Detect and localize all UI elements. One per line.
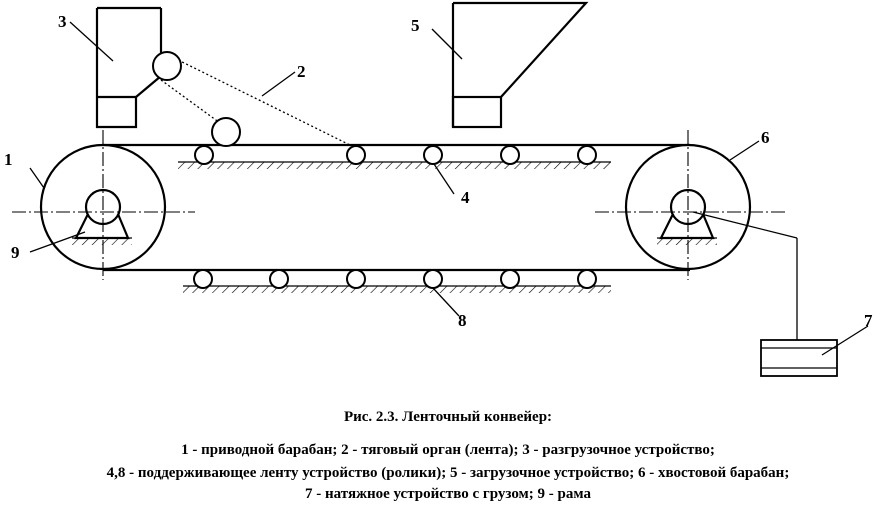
label-5: 5: [411, 16, 420, 35]
figure-title: Рис. 2.3. Ленточный конвейер:: [343, 409, 553, 425]
label-8: 8: [458, 311, 467, 330]
lower-roller: [269, 269, 289, 289]
label-9: 9: [11, 243, 20, 262]
label-1: 1: [4, 150, 13, 169]
lower-roller: [577, 269, 597, 289]
leader-lines: [29, 21, 869, 356]
label-2: 2: [297, 62, 306, 81]
drive-frame: [72, 213, 132, 245]
lower-support-base: [183, 285, 611, 293]
tension-weight: [760, 339, 838, 377]
upper-roller: [346, 145, 366, 165]
lower-rollers: [193, 269, 597, 289]
label-4: 4: [461, 188, 470, 207]
label-7: 7: [864, 311, 873, 330]
tail-drum: [595, 130, 785, 280]
tail-frame: [657, 213, 717, 245]
loading-hopper: [451, 1, 589, 129]
lower-roller: [346, 269, 366, 289]
legend-line-3: 7 - натяжное устройство с грузом; 9 - ра…: [305, 486, 591, 502]
upper-roller: [194, 145, 214, 165]
lower-roller: [500, 269, 520, 289]
upper-support-base: [178, 161, 611, 169]
lower-roller: [193, 269, 213, 289]
conveyor-diagram: 1 2 3 4 5 6 7 8 9: [4, 1, 873, 377]
unloading-pulley-upper: [152, 51, 182, 81]
tension-device: [692, 211, 838, 377]
legend-line-1: 1 - приводной барабан; 2 - тяговый орган…: [181, 442, 715, 458]
upper-roller: [500, 145, 520, 165]
label-3: 3: [58, 12, 67, 31]
label-6: 6: [761, 128, 770, 147]
upper-roller: [577, 145, 597, 165]
lower-roller: [423, 269, 443, 289]
upper-rollers: [194, 145, 597, 165]
drive-drum: [12, 130, 195, 280]
unloading-device: [95, 6, 351, 147]
unloading-pulley-lower: [211, 117, 241, 147]
legend-line-2: 4,8 - поддерживающее ленту устройство (р…: [106, 465, 790, 481]
upper-roller: [423, 145, 443, 165]
